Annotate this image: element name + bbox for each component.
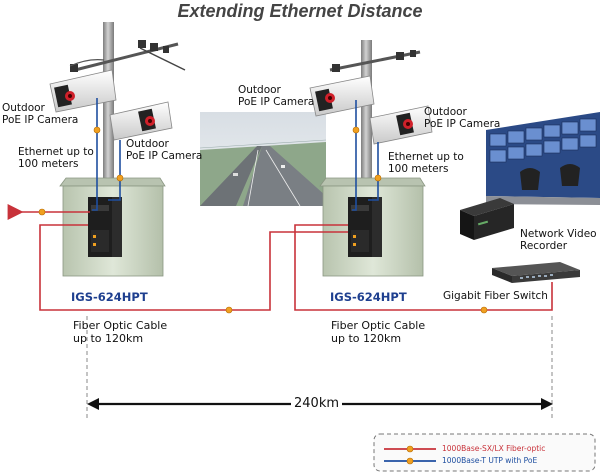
camera-label-line: Outdoor [2, 102, 45, 114]
fiber-label-line: Fiber Optic Cable [73, 319, 168, 332]
nvr-label: Network Video Recorder [520, 228, 597, 252]
fiber-label-line: up to 120km [73, 332, 144, 345]
utp-link [368, 142, 379, 201]
nvr-icon [460, 198, 514, 240]
camera-label-line: PoE IP Camera [2, 114, 79, 126]
fiber-label-line: up to 120km [331, 332, 402, 345]
nvr-label-line: Network Video [520, 228, 597, 240]
camera-icon [49, 69, 117, 113]
site-1-switch-model: IGS-624HPT [71, 290, 148, 304]
camera-label-line: PoE IP Camera [238, 96, 315, 108]
insulator-2 [332, 50, 416, 72]
pole-crossbar-2 [329, 50, 421, 72]
legend-utp-label: 1000Base-T UTP with PoE [442, 456, 538, 465]
cabinet-roof-1 [59, 177, 166, 187]
switch-device-1 [88, 197, 122, 257]
site-2-camera-b-label: Outdoor PoE IP Camera [424, 106, 500, 130]
insulator-1 [70, 40, 169, 72]
distance-label: 240km [291, 396, 343, 411]
fiber-switch-label: Gigabit Fiber Switch [443, 290, 548, 302]
site-1-camera-b-label: Outdoor PoE IP Camera [126, 138, 202, 162]
camera-label-line: Outdoor [238, 84, 281, 96]
fiber-switch-icon [492, 262, 580, 283]
fiber-link [294, 224, 553, 311]
pole-2 [361, 40, 372, 185]
site-1 [7, 22, 305, 311]
control-room-photo [486, 112, 600, 205]
legend [373, 433, 596, 472]
fiber-link [39, 224, 305, 311]
ethernet-label-line: Ethernet up to [18, 146, 94, 158]
ethernet-label-line: 100 meters [18, 158, 79, 170]
utp-link [352, 100, 357, 211]
fiber-label-line: Fiber Optic Cable [331, 319, 426, 332]
nvr-label-line: Recorder [520, 240, 568, 252]
site-1-camera-a-label: Outdoor PoE IP Camera [2, 102, 78, 126]
camera-label-line: PoE IP Camera [126, 150, 203, 162]
diagram-title: Extending Ethernet Distance [177, 1, 423, 21]
ethernet-label-line: 100 meters [388, 163, 449, 175]
switch-device-2 [348, 197, 382, 257]
camera-label-line: PoE IP Camera [424, 118, 501, 130]
highway-photo [199, 112, 327, 207]
site-2-switch-model: IGS-624HPT [330, 290, 407, 304]
utp-link [108, 140, 121, 201]
site-2-fiber-label: Fiber Optic Cable up to 120km [331, 319, 425, 345]
camera-label-line: Outdoor [424, 106, 467, 118]
site-1-fiber-label: Fiber Optic Cable up to 120km [73, 319, 167, 345]
utp-link [92, 98, 98, 211]
connector-dots [38, 126, 488, 314]
camera-icon [369, 105, 433, 145]
pole-1 [103, 22, 114, 192]
camera-icon [309, 75, 375, 117]
site-2-ethernet-label: Ethernet up to 100 meters [388, 151, 464, 175]
camera-icon [109, 101, 173, 141]
site-2-camera-a-label: Outdoor PoE IP Camera [238, 84, 314, 108]
camera-label-line: Outdoor [126, 138, 169, 150]
cabinet-roof-2 [319, 177, 426, 187]
site-2 [294, 40, 553, 311]
site-1-ethernet-label: Ethernet up to 100 meters [18, 146, 94, 170]
pole-crossbar-1 [74, 42, 179, 72]
legend-fiber-label: 1000Base-SX/LX Fiber-optic [442, 444, 546, 453]
ethernet-label-line: Ethernet up to [388, 151, 464, 163]
